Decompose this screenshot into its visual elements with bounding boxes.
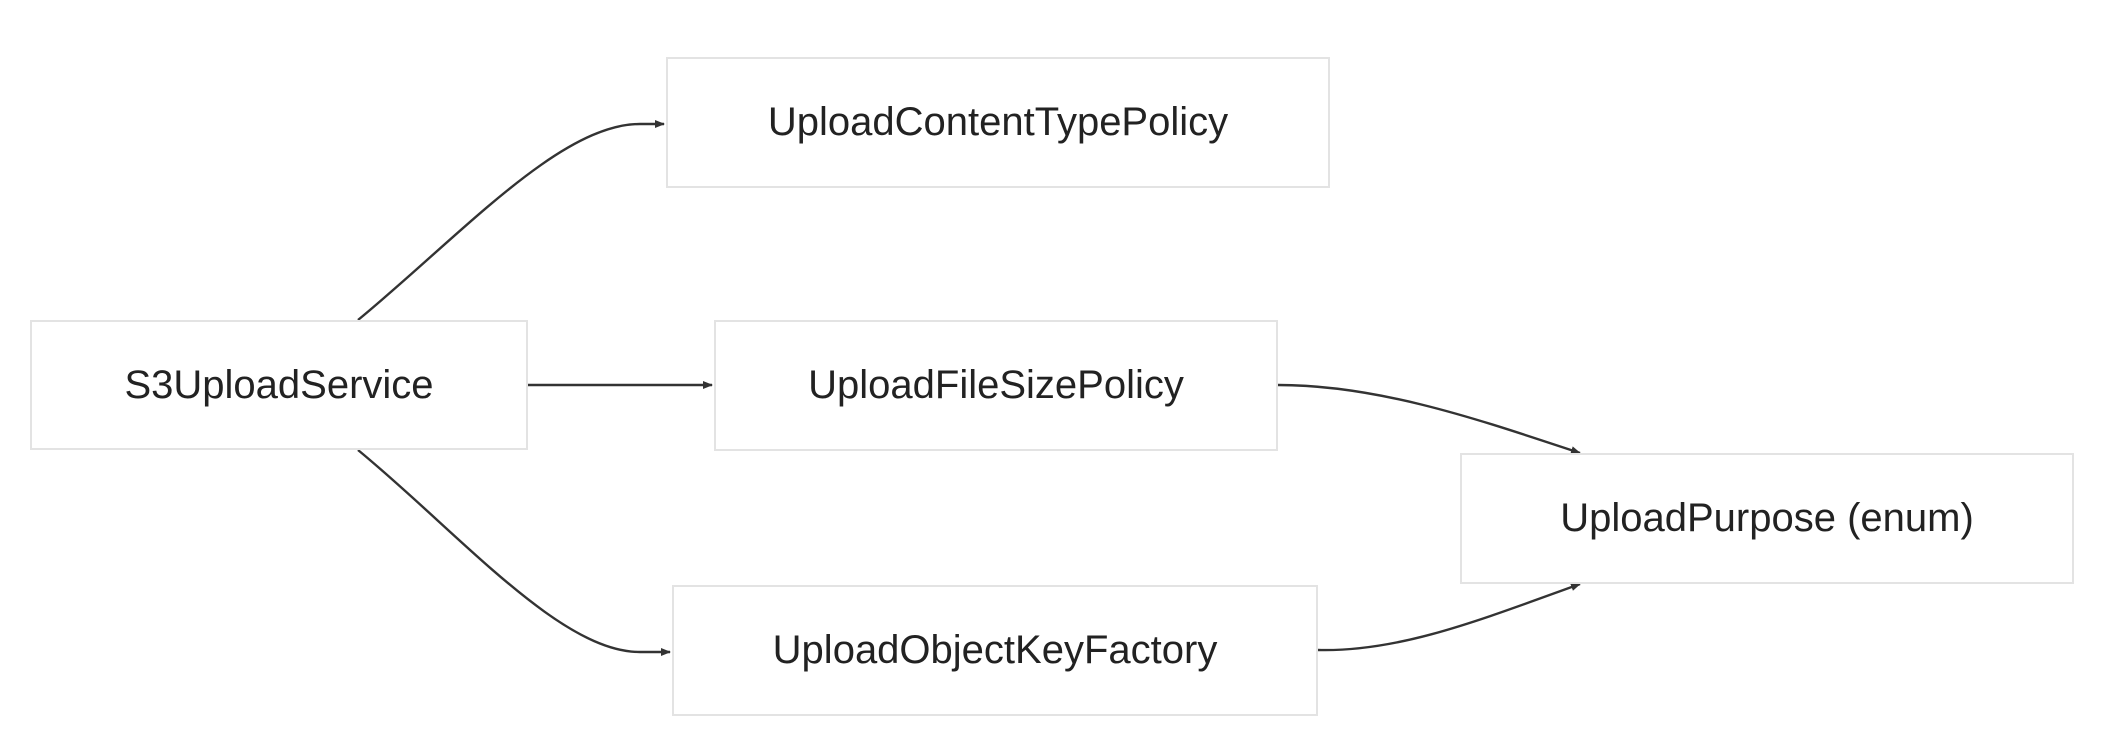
node-label: S3UploadService — [124, 362, 434, 407]
edge-s3-to-objectkey — [357, 449, 671, 656]
node-label: UploadPurpose (enum) — [1560, 496, 1974, 540]
node-label: UploadFileSizePolicy — [808, 363, 1184, 407]
node-upload-content-type-policy: UploadContentTypePolicy — [666, 57, 1330, 188]
node-upload-purpose-enum: UploadPurpose (enum) — [1460, 453, 2074, 584]
edge-filesize-to-purpose — [1277, 383, 1581, 455]
node-upload-file-size-policy: UploadFileSizePolicy — [714, 320, 1278, 451]
node-label: UploadContentTypePolicy — [767, 100, 1229, 144]
edge-objectkey-to-purpose — [1317, 582, 1581, 652]
node-s3-upload-service: S3UploadService — [30, 320, 528, 450]
edge-s3-to-contenttype — [357, 120, 665, 321]
node-upload-object-key-factory: UploadObjectKeyFactory — [672, 585, 1318, 716]
node-label: UploadObjectKeyFactory — [772, 628, 1218, 672]
